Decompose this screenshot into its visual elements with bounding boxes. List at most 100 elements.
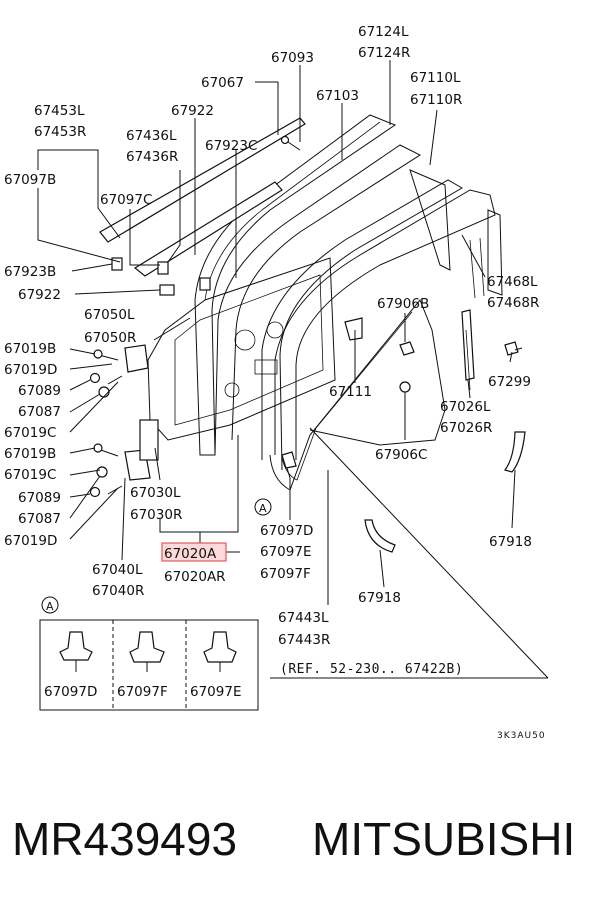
part-label: 67097D <box>260 523 313 539</box>
part-label: 67087 <box>18 511 61 527</box>
belt-molding-outer <box>99 117 306 243</box>
detail-label-f: 67097F <box>117 684 168 700</box>
bushing <box>96 466 108 478</box>
door-frame-mid <box>261 179 464 471</box>
panel-hole <box>266 321 284 339</box>
leader-lines <box>37 60 549 679</box>
part-label: 67453L <box>34 103 85 119</box>
part-label: 67097F <box>260 566 311 582</box>
clip-67923C <box>199 277 211 291</box>
part-label: 67906B <box>377 296 429 312</box>
seal-67918-left <box>364 519 396 553</box>
detail-label-d: 67097D <box>44 684 97 700</box>
detail-label-e: 67097E <box>190 684 241 700</box>
highlight-67020A <box>161 542 227 562</box>
part-label: 67030L <box>130 485 181 501</box>
inner-panel-edge <box>174 274 324 426</box>
part-label: 67040R <box>92 583 144 599</box>
door-check <box>139 419 159 461</box>
part-label: 67124L <box>358 24 409 40</box>
part-label: 67124R <box>358 45 410 61</box>
bolt <box>107 485 123 495</box>
rear-channel-inner <box>469 237 485 299</box>
plug-67906B <box>399 341 415 356</box>
belt-molding-inner <box>133 181 283 277</box>
part-labels: 67124L 67124R 67093 67067 67110L 67110R … <box>4 24 539 648</box>
drawing-code: 3K3AU50 <box>497 731 546 741</box>
channel-67026 <box>461 309 475 381</box>
part-label: 67019C <box>4 425 56 441</box>
part-label: 67050L <box>84 307 135 323</box>
part-label: 67097B <box>4 172 56 188</box>
panel-hole <box>234 329 256 351</box>
part-label: 67468R <box>487 295 539 311</box>
part-label: 67918 <box>358 590 401 606</box>
part-label: 67089 <box>18 490 61 506</box>
part-label: 67067 <box>201 75 244 91</box>
bolt-head <box>93 443 103 453</box>
part-label: 67087 <box>18 404 61 420</box>
part-label: 67111 <box>329 384 372 400</box>
part-label: 67093 <box>271 50 314 66</box>
bracket-67111 <box>344 317 363 341</box>
screw-head <box>280 135 290 145</box>
part-label: 67436L <box>126 128 177 144</box>
part-label: 67040L <box>92 562 143 578</box>
detail-box-a <box>39 619 259 711</box>
part-label: 67453R <box>34 124 86 140</box>
screw-67093 <box>287 141 301 151</box>
part-label: 67110R <box>410 92 462 108</box>
glass-run-channel <box>194 114 397 456</box>
part-label: 67922 <box>171 103 214 119</box>
bolt <box>107 375 123 385</box>
callout-circle-a <box>254 498 272 516</box>
part-label: 67019D <box>4 362 57 378</box>
part-label: 67019C <box>4 467 56 483</box>
washer <box>89 486 101 498</box>
clip-67299 <box>504 341 519 356</box>
part-label: 67443R <box>278 632 330 648</box>
part-label: 67026L <box>440 399 491 415</box>
washer <box>89 372 101 384</box>
ref-note: (REF. 52-230.. 67422B) <box>280 662 463 677</box>
callout-a-text: A <box>46 600 54 613</box>
part-label: 67050R <box>84 330 136 346</box>
part-label: 67097E <box>260 544 311 560</box>
part-label: 67019D <box>4 533 57 549</box>
part-number: MR439493 <box>12 813 237 865</box>
part-label: 67019B <box>4 446 56 462</box>
part-label: 67020A <box>164 546 217 562</box>
plug-67906C <box>399 381 411 393</box>
part-label: 67299 <box>488 374 531 390</box>
part-label: 67906C <box>375 447 427 463</box>
part-label: 67030R <box>130 507 182 523</box>
upper-hinge <box>124 344 149 373</box>
weatherstrip-loop <box>269 299 446 491</box>
clip-e-icon <box>203 631 237 663</box>
clip-67922 <box>159 284 175 296</box>
part-label: 67020AR <box>164 569 226 585</box>
part-label: 67026R <box>440 420 492 436</box>
panel-hole <box>254 359 278 375</box>
part-label: 67918 <box>489 534 532 550</box>
part-label: 67110L <box>410 70 461 86</box>
part-label: 67468L <box>487 274 538 290</box>
clip-67097C <box>157 261 169 275</box>
inner-panel <box>147 257 336 441</box>
part-label: 67103 <box>316 88 359 104</box>
part-label: 67923C <box>205 138 257 154</box>
part-label: 67443L <box>278 610 329 626</box>
callout-circle-a <box>41 596 59 614</box>
brand-name: MITSUBISHI <box>312 813 575 865</box>
clip-d-icon <box>59 631 93 661</box>
part-label: 67922 <box>18 287 61 303</box>
door-frame-front <box>214 144 422 456</box>
seal-67918-right <box>503 431 526 473</box>
bushing <box>98 386 110 398</box>
sash-rear <box>409 169 451 271</box>
part-label: 67436R <box>126 149 178 165</box>
part-label: 67923B <box>4 264 56 280</box>
clip-67299-stem <box>514 347 523 351</box>
part-label: 67019B <box>4 341 56 357</box>
